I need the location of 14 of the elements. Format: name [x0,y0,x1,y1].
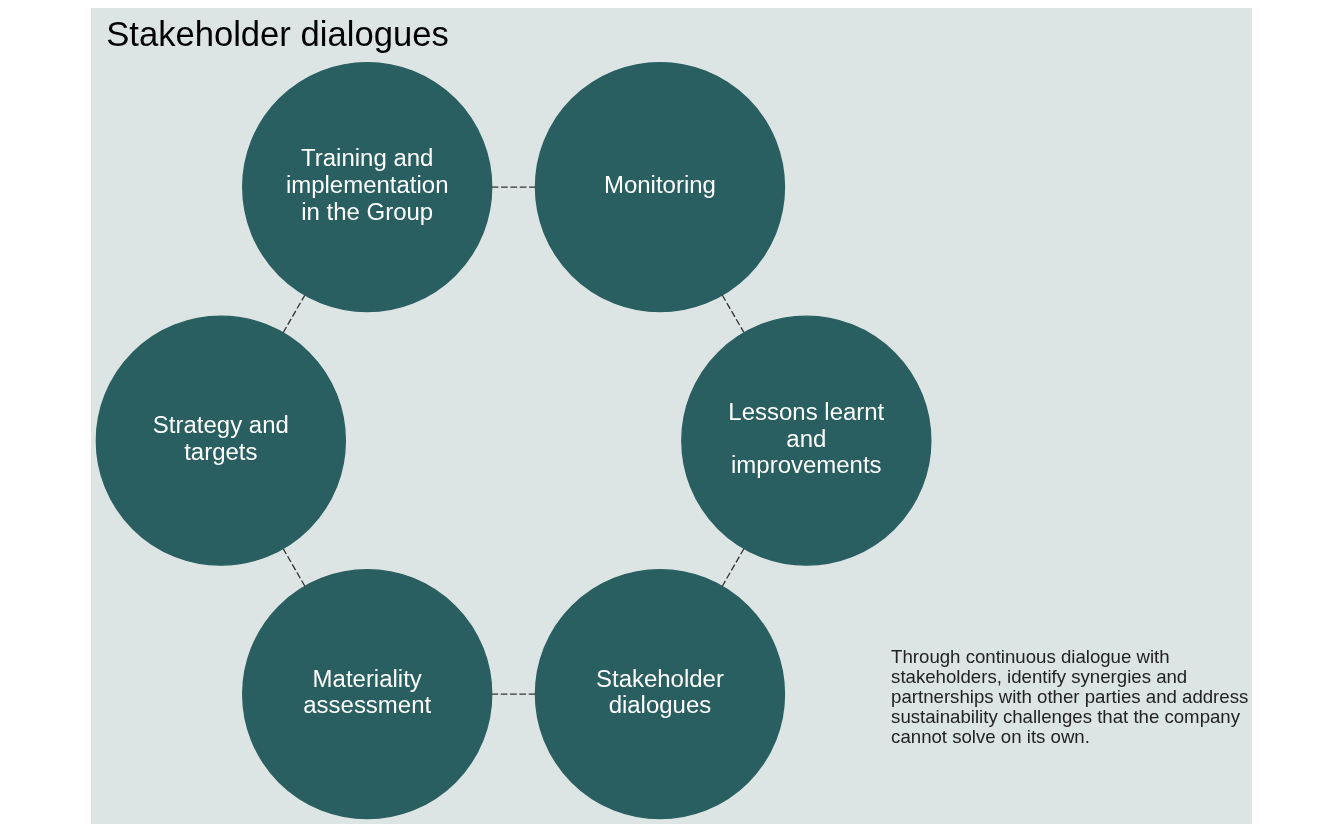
node-circle: Materiality assessment [241,568,492,820]
connector [490,186,536,188]
connector [281,294,305,334]
node-circle: Training and implementation in the Group [241,61,492,313]
node-circle: Stakeholder dialogues [534,568,785,820]
connector [490,693,536,695]
connector [282,548,306,587]
node-circle: Lessons learnt and improvements [680,315,931,566]
connector [721,547,745,587]
diagram-title: Stakeholder dialogues [105,15,449,54]
connector [721,294,744,334]
node-circle: Monitoring [534,61,785,313]
node-circle: Strategy and targets [95,315,346,566]
label: Through continuous dialogue with stakeholders, identify synergies and partnerships with other parties and address sustainability challenges that the company cannot solve on its own. [890,645,1248,747]
